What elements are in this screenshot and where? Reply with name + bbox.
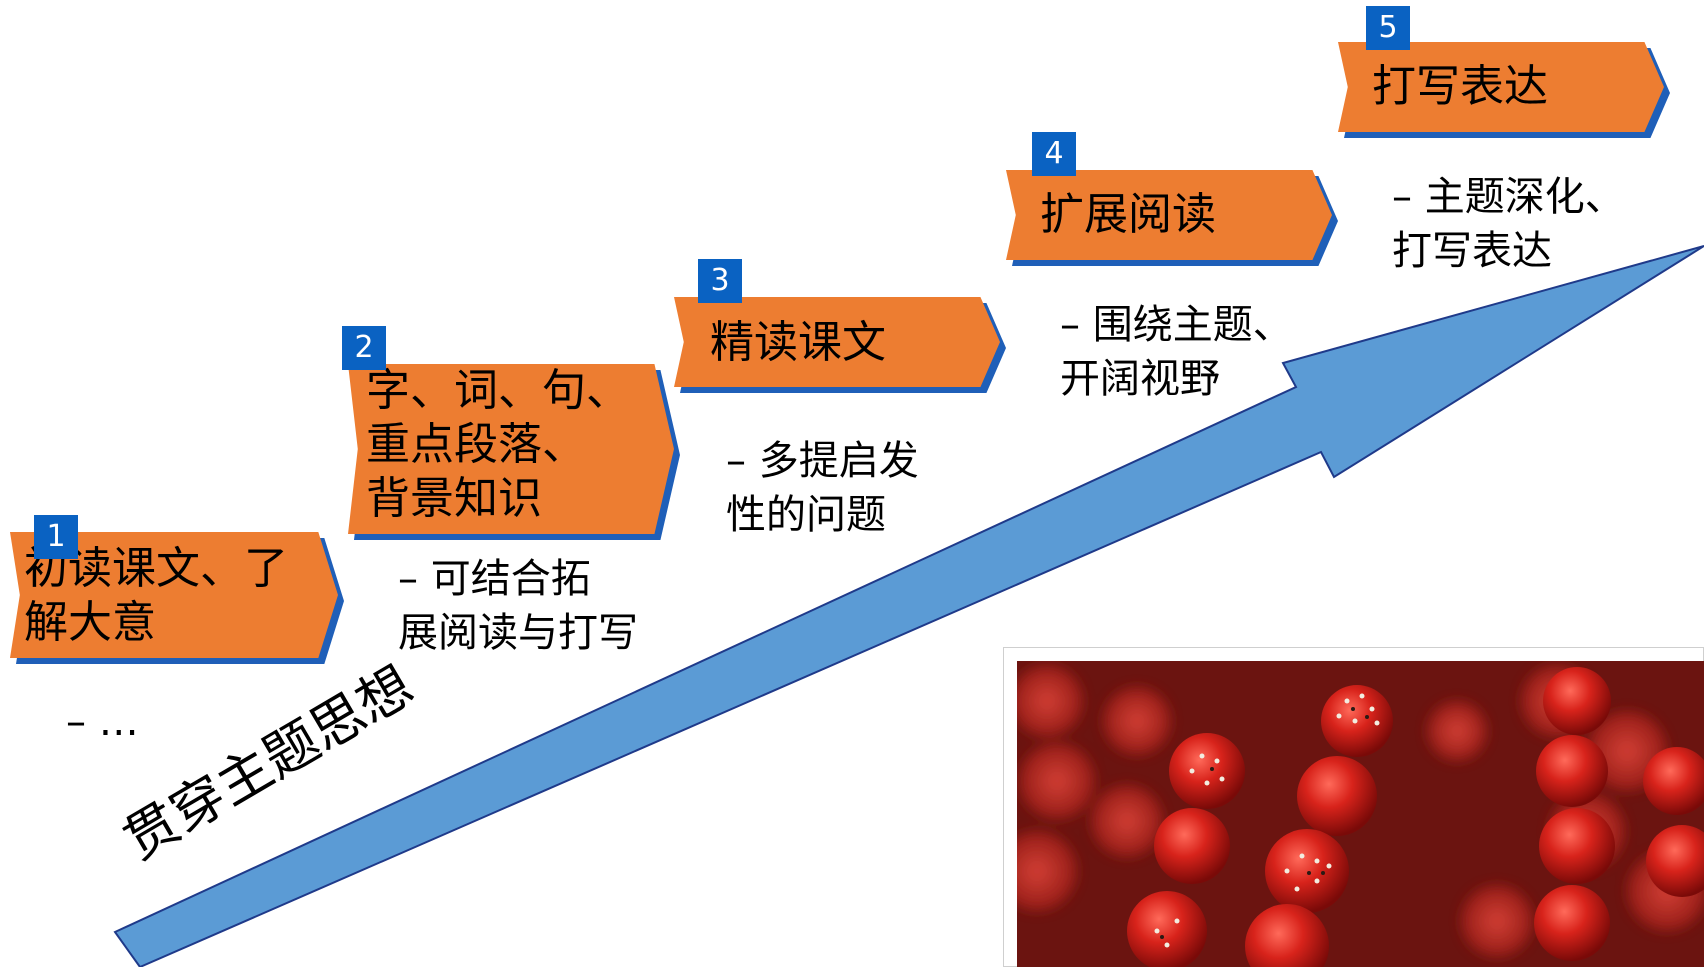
step-2-desc-line-2: 展阅读与打写 xyxy=(398,610,638,656)
step-2-title-line-2: 重点段落、 xyxy=(366,419,586,470)
step-5-title: 打写表达 xyxy=(1372,60,1548,114)
step-3-desc-line-1: – 多提启发 xyxy=(726,438,919,484)
step-2-description: – 可结合拓 展阅读与打写 xyxy=(398,552,638,660)
step-5-number-badge: 5 xyxy=(1366,6,1410,50)
step-2-title: 字、词、句、 重点段落、 背景知识 xyxy=(366,364,630,526)
step-4-desc-line-2: 开阔视野 xyxy=(1060,356,1220,402)
step-1-number-badge: 1 xyxy=(34,515,78,559)
step-4-description: – 围绕主题、 开阔视野 xyxy=(1060,298,1293,406)
step-3-chevron xyxy=(674,297,1000,387)
step-5-desc-line-2: 打写表达 xyxy=(1392,228,1552,274)
candied-hawthorn-illustration xyxy=(1017,661,1704,967)
step-5-desc-line-1: – 主题深化、 xyxy=(1392,174,1625,220)
step-4-desc-line-1: – 围绕主题、 xyxy=(1060,302,1293,348)
step-2-desc-line-1: – 可结合拓 xyxy=(398,556,591,602)
step-5-description: – 主题深化、 打写表达 xyxy=(1392,170,1625,278)
step-2-chevron xyxy=(348,364,674,534)
step-5-chevron xyxy=(1338,42,1664,132)
step-5-title-line-1: 打写表达 xyxy=(1372,61,1548,112)
step-2-title-line-3: 背景知识 xyxy=(366,473,542,524)
step-3-title: 精读课文 xyxy=(710,316,886,370)
candied-hawthorn-photo xyxy=(1017,661,1704,967)
step-1-description: – … xyxy=(66,695,139,749)
step-3-title-line-1: 精读课文 xyxy=(710,317,886,368)
step-1-desc-line-1: – … xyxy=(66,699,139,745)
step-1-title-line-2: 解大意 xyxy=(24,597,156,648)
step-3-description: – 多提启发 性的问题 xyxy=(726,434,919,542)
step-2-number-badge: 2 xyxy=(342,326,386,370)
step-4-title-line-1: 扩展阅读 xyxy=(1040,189,1216,240)
step-3-number-badge: 3 xyxy=(698,259,742,303)
step-4-number-badge: 4 xyxy=(1032,132,1076,176)
step-1-title: 初读课文、了 解大意 xyxy=(24,542,288,650)
step-4-chevron xyxy=(1006,170,1332,260)
step-4-title: 扩展阅读 xyxy=(1040,188,1216,242)
theme-arrow-shape xyxy=(113,245,1704,967)
step-2-title-line-1: 字、词、句、 xyxy=(366,365,630,416)
step-3-desc-line-2: 性的问题 xyxy=(726,492,886,538)
